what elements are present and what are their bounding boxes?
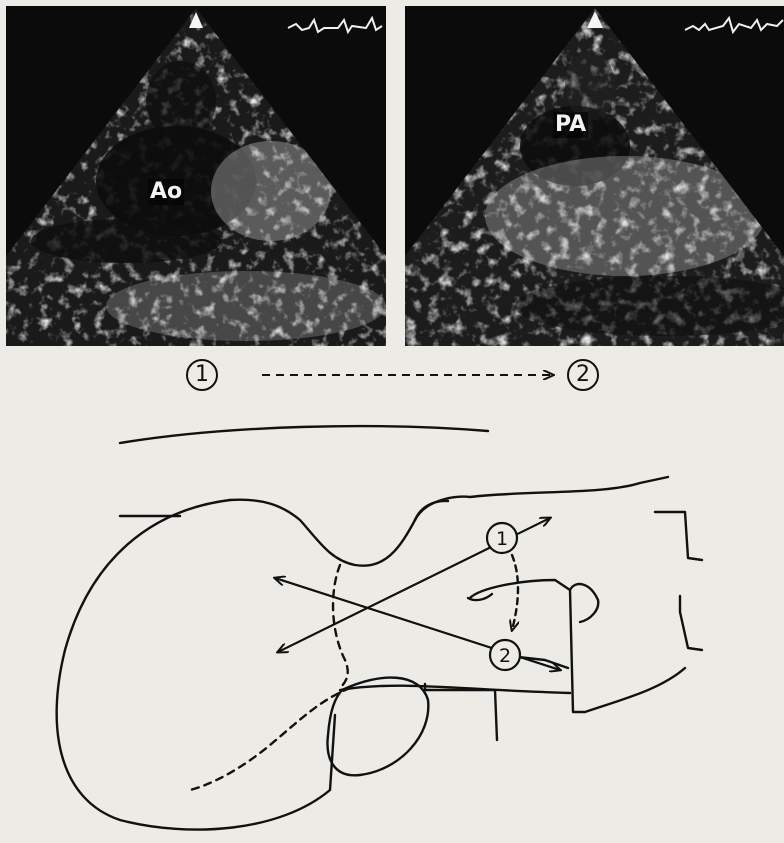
plane-rotation-arrow <box>512 555 518 630</box>
chest-wall-line <box>120 426 488 443</box>
aorta-upper-contour <box>415 477 668 520</box>
plane-2-number: 2 <box>499 645 511 667</box>
sequence-end-label: 2 <box>567 359 599 391</box>
aorta-lower-contour <box>570 584 685 712</box>
heart-outline <box>57 500 335 830</box>
valve-plane-dashed <box>333 565 348 688</box>
vessel-branch-upper <box>655 512 702 560</box>
vessel-branch-lower <box>680 596 702 650</box>
atrium-outline <box>327 678 428 776</box>
heart-top-outline <box>230 500 415 566</box>
septum-dashed <box>190 688 350 790</box>
plane-1-number: 1 <box>496 528 508 550</box>
